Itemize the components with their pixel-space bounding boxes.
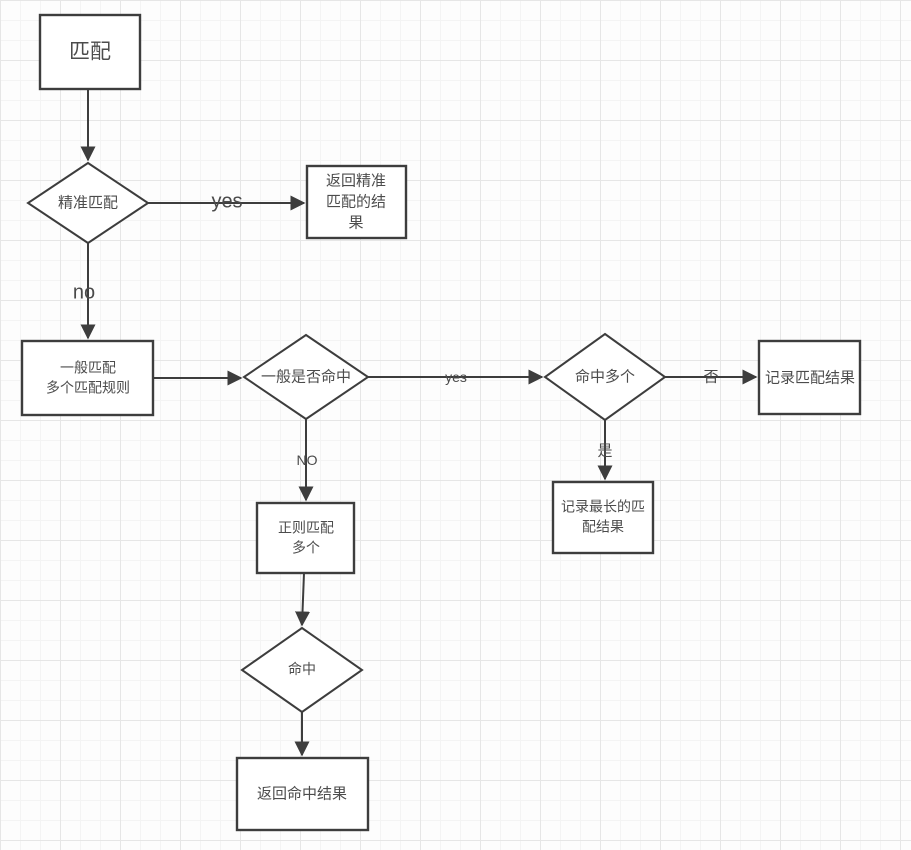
node-start [38, 13, 142, 91]
node-general-hit [242, 333, 370, 421]
edge-regex-match-to-hit [295, 572, 311, 627]
node-return-exact-result [305, 164, 408, 240]
node-general-match [20, 339, 155, 417]
node-hit [240, 626, 364, 714]
node-record-match-result [757, 339, 862, 416]
node-multiple-hits [543, 332, 667, 422]
node-exact-match [26, 161, 150, 245]
node-regex-match [255, 501, 356, 575]
node-record-longest-result [551, 480, 655, 555]
node-return-hit-result [235, 756, 370, 832]
